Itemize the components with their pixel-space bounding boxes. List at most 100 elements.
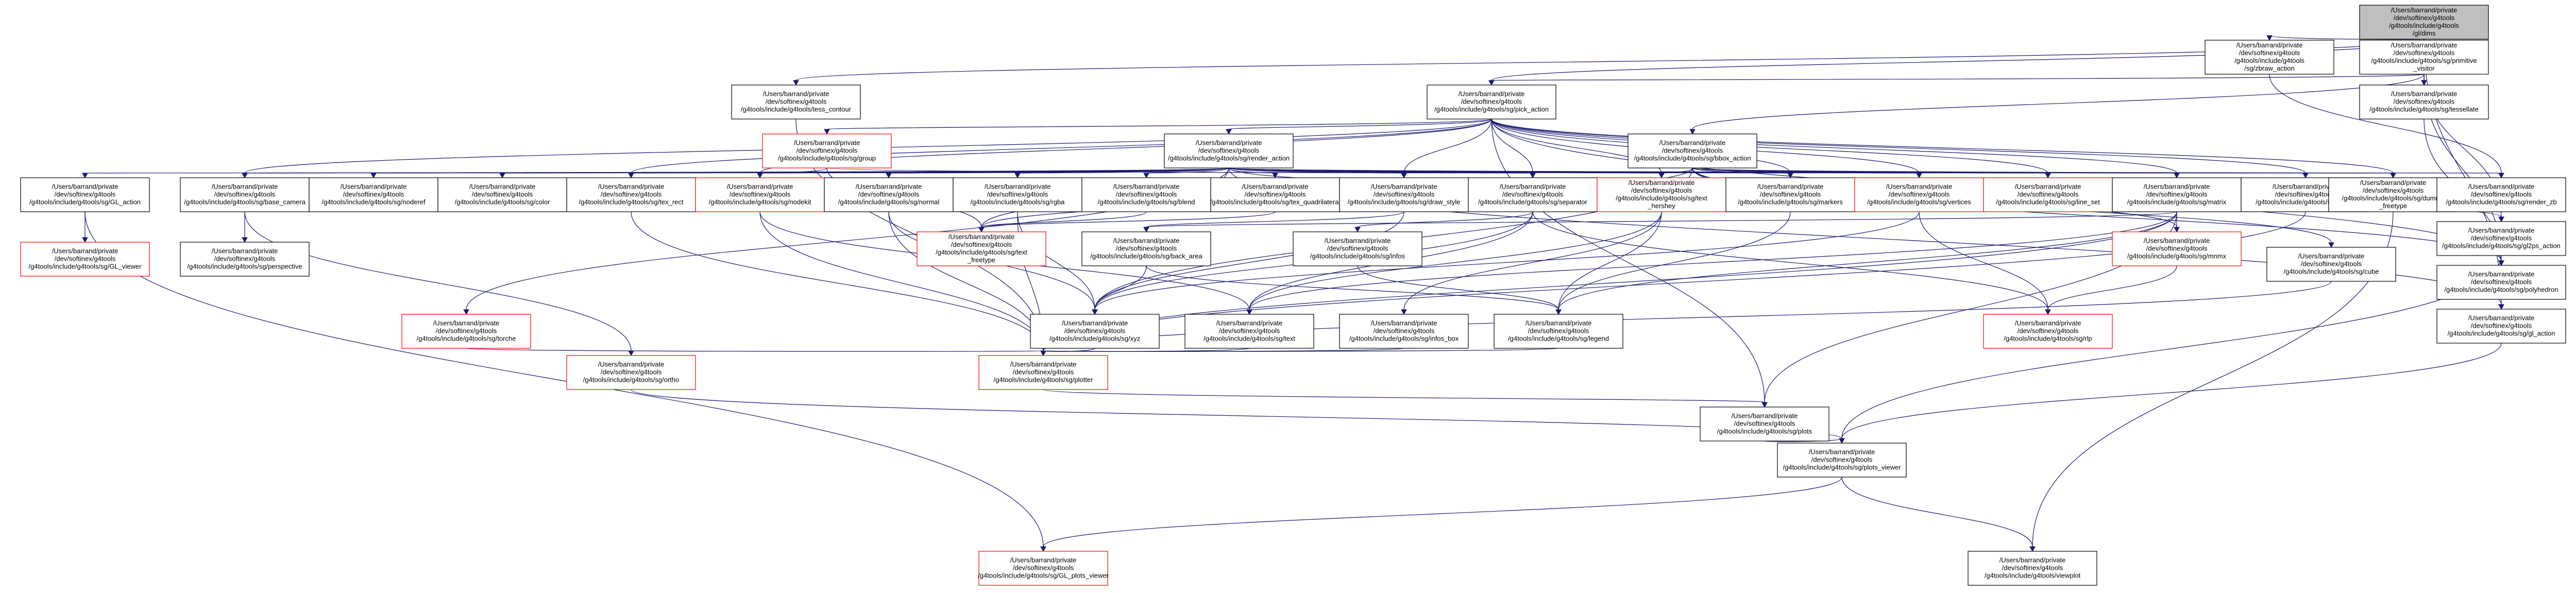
edge-line — [1357, 265, 1559, 310]
node-label-line: /Users/barrand/private — [1886, 183, 1953, 191]
node-pick-action[interactable]: /Users/barrand/private/dev/softinex/g4to… — [1427, 84, 1556, 120]
node-label-line: /dev/softinex/g4tools — [1528, 327, 1589, 335]
node-viewplot[interactable]: /Users/barrand/private/dev/softinex/g4to… — [1968, 551, 2097, 586]
node-separator[interactable]: /Users/barrand/private/dev/softinex/g4to… — [1468, 177, 1598, 212]
node-sg-matrix[interactable]: /Users/barrand/private/dev/softinex/g4to… — [2112, 177, 2242, 212]
node-bbox-action[interactable]: /Users/barrand/private/dev/softinex/g4to… — [1628, 133, 1757, 168]
node-plots-viewer[interactable]: /Users/barrand/private/dev/softinex/g4to… — [1777, 443, 1907, 478]
node-label-line: /Users/barrand/private — [341, 183, 407, 191]
node-sg-text[interactable]: /Users/barrand/private/dev/softinex/g4to… — [1184, 314, 1314, 349]
node-label-line: /g4tools/include/g4tools/sg/torche — [417, 335, 516, 343]
node-nodekit[interactable]: /Users/barrand/private/dev/softinex/g4to… — [695, 177, 825, 212]
node-sg-legend[interactable]: /Users/barrand/private/dev/softinex/g4to… — [1494, 314, 1623, 349]
node-polyhedron[interactable]: /Users/barrand/private/dev/softinex/g4to… — [2436, 265, 2566, 300]
node-label-line: /g4tools/include/g4tools/sg/infos — [1310, 252, 1405, 260]
node-sg-mnmx[interactable]: /Users/barrand/private/dev/softinex/g4to… — [2112, 231, 2242, 266]
node-box — [1339, 314, 1469, 349]
node-label-line: /Users/barrand/private — [212, 183, 278, 191]
node-GL-viewer[interactable]: /Users/barrand/private/dev/softinex/g4to… — [20, 242, 150, 277]
node-label-line: /Users/barrand/private — [1371, 319, 1437, 327]
edge-render_action-to-separator — [1228, 167, 1536, 179]
node-box — [2205, 40, 2334, 75]
node-sg-primitive[interactable]: /Users/barrand/private/dev/softinex/g4to… — [2359, 40, 2489, 75]
node-label-line: /Users/barrand/private — [433, 319, 500, 327]
node-box — [1030, 314, 1160, 349]
node-sg-xyz[interactable]: /Users/barrand/private/dev/softinex/g4to… — [1030, 314, 1160, 349]
node-text-freetype[interactable]: /Users/barrand/private/dev/softinex/g4to… — [917, 231, 1046, 266]
node-plotter[interactable]: /Users/barrand/private/dev/softinex/g4to… — [978, 355, 1108, 390]
node-noderef[interactable]: /Users/barrand/private/dev/softinex/g4to… — [309, 177, 438, 212]
node-sg-color[interactable]: /Users/barrand/private/dev/softinex/g4to… — [437, 177, 567, 212]
node-sg-blend[interactable]: /Users/barrand/private/dev/softinex/g4to… — [1081, 177, 1211, 212]
node-text-hershey[interactable]: /Users/barrand/private/dev/softinex/g4to… — [1597, 177, 1726, 212]
node-sg-plots[interactable]: /Users/barrand/private/dev/softinex/g4to… — [1700, 406, 1829, 442]
node-label-line: /dev/softinex/g4tools — [2146, 191, 2208, 198]
node-label-line: /dev/softinex/g4tools — [343, 191, 404, 198]
edge-line — [1692, 167, 1791, 174]
node-label-line: /g4tools/include/g4tools/sg/back_area — [1090, 252, 1202, 260]
node-label-line: /Users/barrand/private — [1010, 361, 1077, 368]
node-GL-action[interactable]: /Users/barrand/private/dev/softinex/g4to… — [20, 177, 150, 212]
node-glinmt[interactable]: /Users/barrand/private/dev/softinex/g4to… — [2359, 5, 2489, 40]
node-sg-zdraw[interactable]: /Users/barrand/private/dev/softinex/g4to… — [2205, 40, 2334, 75]
node-perspective[interactable]: /Users/barrand/private/dev/softinex/g4to… — [180, 242, 310, 277]
node-sg-vertices[interactable]: /Users/barrand/private/dev/softinex/g4to… — [1854, 177, 1984, 212]
node-sg-normal[interactable]: /Users/barrand/private/dev/softinex/g4to… — [824, 177, 954, 212]
node-infos-box[interactable]: /Users/barrand/private/dev/softinex/g4to… — [1339, 314, 1469, 349]
edge-arrowhead — [242, 173, 248, 179]
node-sg-rgba[interactable]: /Users/barrand/private/dev/softinex/g4to… — [953, 177, 1082, 212]
node-sg-ortho[interactable]: /Users/barrand/private/dev/softinex/g4to… — [566, 355, 696, 390]
edge-line — [2047, 265, 2177, 310]
node-render-zb[interactable]: /Users/barrand/private/dev/softinex/g4to… — [2436, 177, 2566, 212]
node-GL-plots-viewer[interactable]: /Users/barrand/private/dev/softinex/g4to… — [978, 551, 1109, 586]
edge-line — [631, 211, 1044, 351]
node-box — [566, 177, 696, 212]
edge-pick_action-to-group — [824, 118, 1492, 135]
node-box — [2436, 177, 2566, 212]
node-render-action[interactable]: /Users/barrand/private/dev/softinex/g4to… — [1164, 133, 1294, 168]
node-label-line: /g4tools/include/g4tools/sg/GL_plots_vie… — [978, 572, 1109, 580]
node-label-line: /dev/softinex/g4tools — [1116, 191, 1177, 198]
node-label-line: /Users/barrand/private — [2391, 90, 2458, 98]
node-box — [1968, 551, 2097, 586]
node-line-set[interactable]: /Users/barrand/private/dev/softinex/g4to… — [1983, 177, 2113, 212]
node-sg-rlp[interactable]: /Users/barrand/private/dev/softinex/g4to… — [1983, 314, 2113, 349]
node-box — [1597, 177, 1726, 212]
node-label-line: /g4tools/include/g4tools/sg/plots — [1717, 428, 1812, 435]
node-sg-cube[interactable]: /Users/barrand/private/dev/softinex/g4to… — [2266, 247, 2396, 282]
edge-sg_gl2ps_action-to-plots_viewer — [1839, 255, 2502, 444]
node-back-area[interactable]: /Users/barrand/private/dev/softinex/g4to… — [1081, 231, 1211, 266]
edge-arrowhead — [886, 173, 892, 179]
edge-line — [1094, 211, 1404, 310]
node-tex-quadrilateral[interactable]: /Users/barrand/private/dev/softinex/g4to… — [1210, 177, 1341, 212]
node-sg-markers[interactable]: /Users/barrand/private/dev/softinex/g4to… — [1725, 177, 1855, 212]
node-label-line: /dev/softinex/g4tools — [1327, 245, 1388, 252]
node-box — [731, 84, 861, 120]
edge-line — [795, 39, 2425, 81]
node-group[interactable]: /Users/barrand/private/dev/softinex/g4to… — [762, 133, 892, 168]
node-box — [1081, 177, 1211, 212]
node-label-line: /dev/softinex/g4tools — [1502, 191, 1564, 198]
node-gl-action[interactable]: /Users/barrand/private/dev/softinex/g4to… — [2436, 309, 2566, 344]
node-sg-infos[interactable]: /Users/barrand/private/dev/softinex/g4to… — [1293, 231, 1422, 266]
node-box — [1777, 443, 1907, 478]
node-tex-rect[interactable]: /Users/barrand/private/dev/softinex/g4to… — [566, 177, 696, 212]
node-label-line: /Users/barrand/private — [2468, 314, 2535, 322]
edge-separator-to-sg_rlp — [1532, 211, 2051, 315]
node-sg-gl2ps-action[interactable]: /Users/barrand/private/dev/softinex/g4to… — [2436, 221, 2566, 256]
node-tessellate[interactable]: /Users/barrand/private/dev/softinex/g4to… — [2359, 84, 2489, 120]
edge-sg_xyz-to-plotter — [1040, 348, 1095, 357]
node-label-line: /Users/barrand/private — [1809, 448, 1875, 456]
node-torche[interactable]: /Users/barrand/private/dev/softinex/g4to… — [401, 314, 531, 349]
node-dummy-freetype[interactable]: /Users/barrand/private/dev/softinex/g4to… — [2328, 177, 2458, 212]
node-tess-contour[interactable]: /Users/barrand/private/dev/softinex/g4to… — [731, 84, 861, 120]
node-box — [401, 314, 531, 349]
node-base-camera[interactable]: /Users/barrand/private/dev/softinex/g4to… — [180, 177, 310, 212]
edge-line — [1491, 118, 2048, 174]
node-label-line: /g4tools/include/g4tools/sg/ortho — [583, 376, 679, 384]
edge-line — [1228, 167, 1404, 174]
node-draw-style[interactable]: /Users/barrand/private/dev/softinex/g4to… — [1339, 177, 1469, 212]
edge-arrowhead — [463, 309, 469, 315]
edge-line — [1094, 211, 1920, 310]
node-box — [1628, 133, 1757, 168]
